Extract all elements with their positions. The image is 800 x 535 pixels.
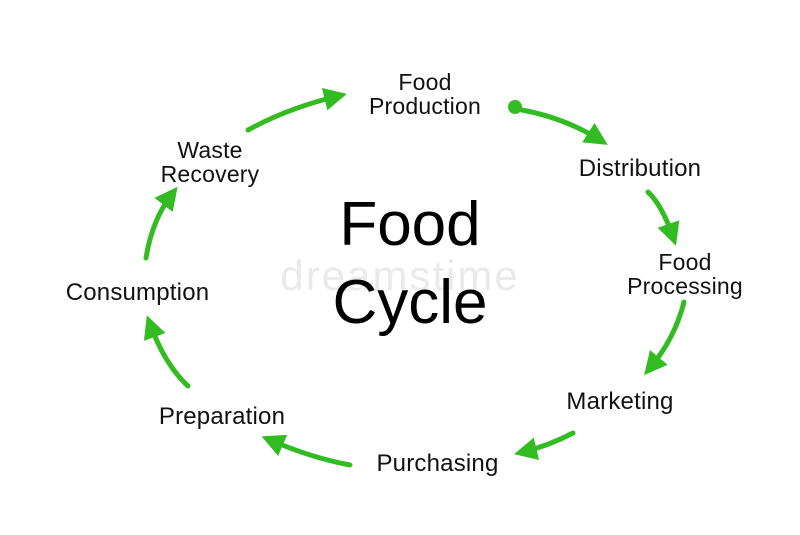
diagram-title: Food Cycle [300,186,520,342]
arrow-icon-preparation-to-consumption [143,315,191,389]
arrow-icon-processing-to-marketing [644,299,687,376]
arrow-icon-waste-to-production [245,88,347,133]
start-dot-icon [508,100,522,114]
stage-preparation: Preparation [158,403,286,430]
arrow-icon-consumption-to-waste [143,186,178,261]
arrow-icon-marketing-to-purchasing [514,430,576,460]
stage-marketing: Marketing [566,388,674,415]
stage-food-production: Food Production [369,69,481,119]
stage-purchasing: Purchasing [376,450,499,477]
title-line-2: Cycle [332,268,488,337]
title-line-1: Food [339,190,481,259]
watermark: dreamstime [280,252,520,299]
stage-consumption: Consumption [65,279,210,306]
stage-waste-recovery: Waste Recovery [160,137,260,187]
stage-distribution: Distribution [578,155,702,182]
arrow-icon-distribution-to-processing [645,189,680,246]
arrow-icon-purchasing-to-preparation [261,434,353,468]
stage-food-processing: Food Processing [627,249,743,299]
arrow-icon-production-to-distribution [519,107,608,145]
